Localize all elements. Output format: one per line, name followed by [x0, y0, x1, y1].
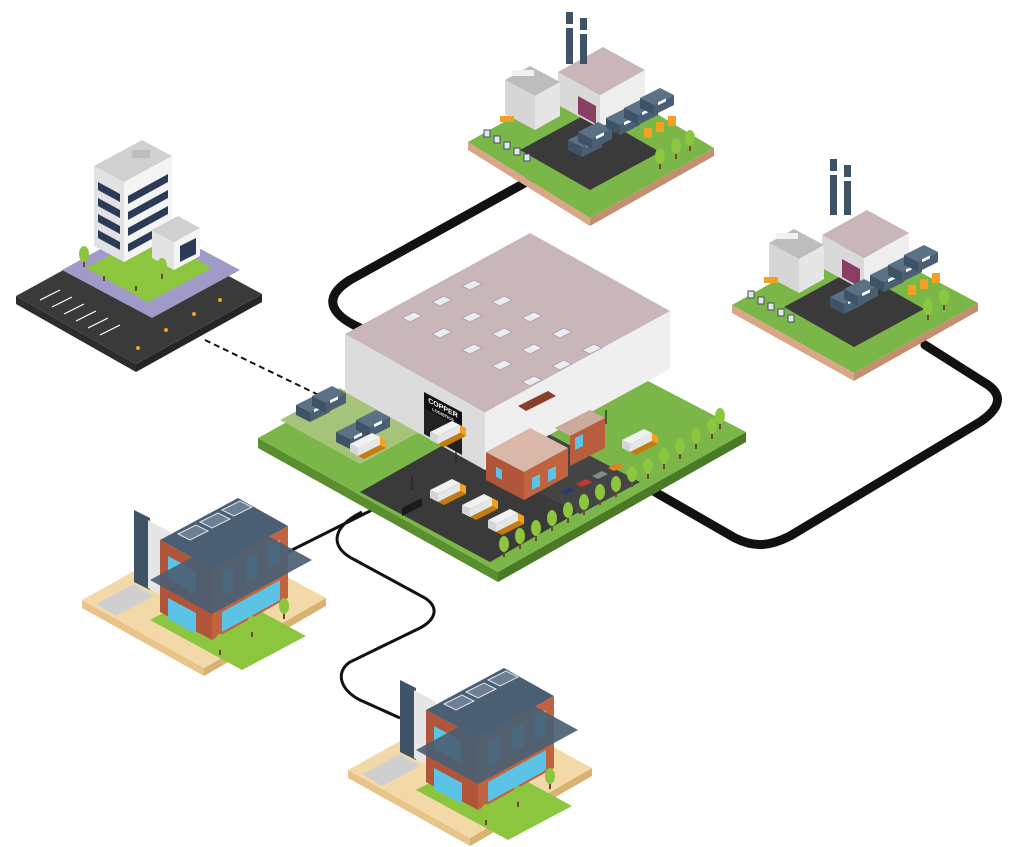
warehouse-site: COPPER LOGISTICS	[258, 233, 746, 582]
office-building	[16, 140, 262, 372]
link-warehouse-house-west	[287, 508, 373, 554]
factory-east	[732, 159, 978, 381]
warehouse-roof	[345, 233, 670, 412]
link-warehouse-factory-east	[650, 340, 1002, 549]
warehouse-base-side	[258, 438, 498, 582]
link-warehouse-office	[204, 339, 326, 399]
house-south	[348, 668, 592, 846]
link-warehouse-factory-north	[328, 175, 535, 335]
link-warehouse-house-south	[335, 510, 436, 720]
house-west	[82, 498, 326, 676]
factory-chimney	[566, 12, 573, 64]
warehouse-cars	[560, 463, 624, 495]
warehouse-office-annex-left	[486, 452, 524, 500]
factory-north	[468, 12, 714, 226]
warehouse-skylights	[400, 279, 604, 387]
connection-lines	[204, 175, 1002, 720]
